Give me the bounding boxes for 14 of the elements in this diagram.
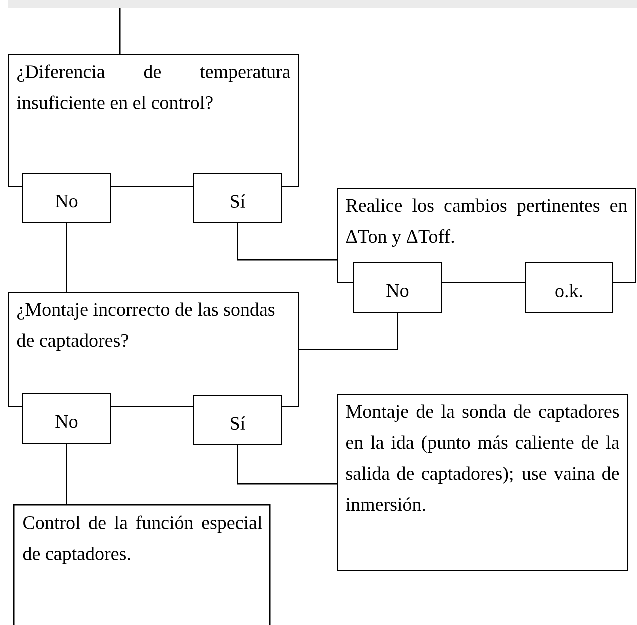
connector-line <box>119 8 121 54</box>
answer-box: No <box>22 393 112 444</box>
connector-line <box>66 444 68 505</box>
answer-box: o.k. <box>525 262 614 314</box>
connector-line <box>237 446 337 485</box>
connector-line <box>300 314 398 350</box>
answer-box: No <box>22 173 112 224</box>
connector-line <box>66 224 68 292</box>
process-box: Control de la función especial de captadores. <box>13 504 271 625</box>
answer-box: No <box>353 262 442 314</box>
answer-box: Sí <box>193 173 282 224</box>
connector-line <box>237 224 337 261</box>
answer-box: Sí <box>193 395 282 446</box>
process-box: Montaje de la sonda de captadores en la ida (punto más caliente de la salida de captadores); use vaina de inmersión. <box>337 394 628 572</box>
